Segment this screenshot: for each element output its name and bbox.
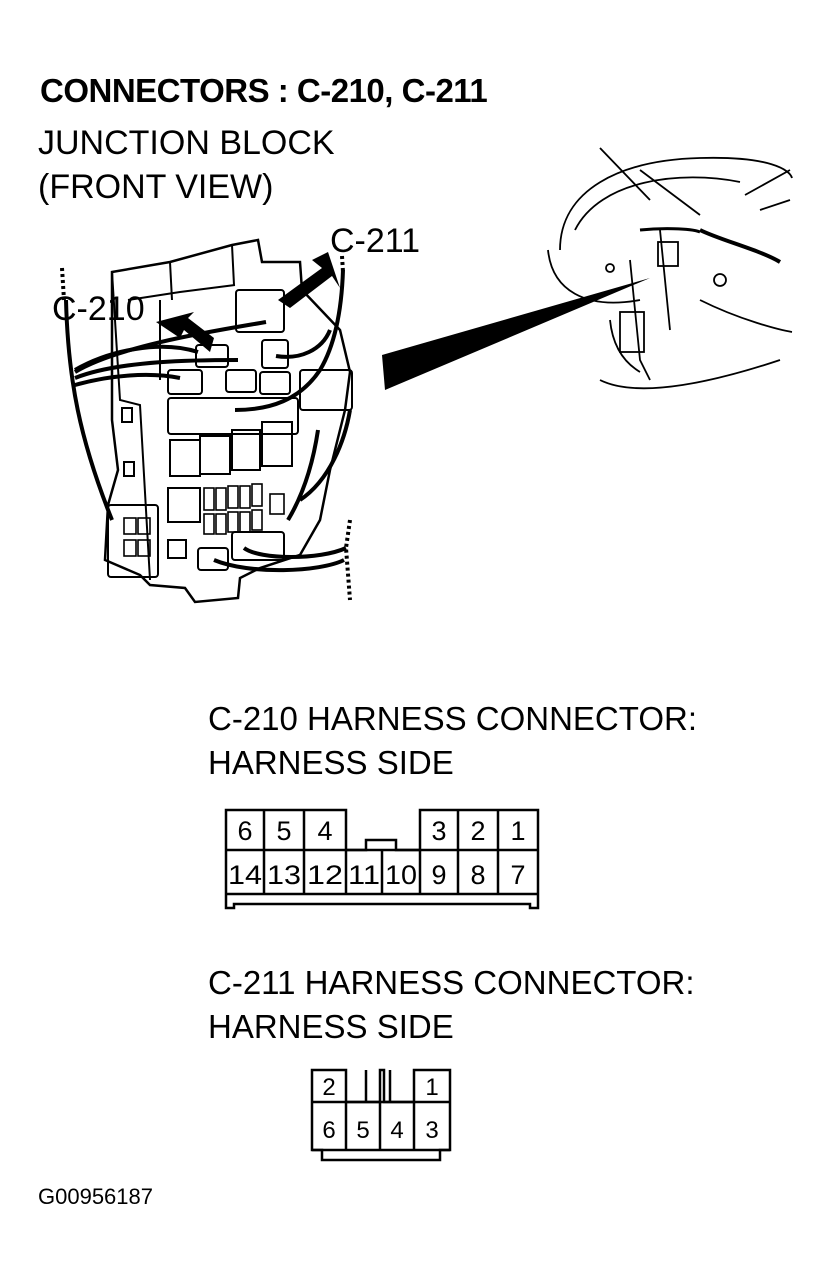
c210-pin: 7 xyxy=(510,860,525,890)
c210-heading: C-210 HARNESS CONNECTOR: xyxy=(208,700,697,737)
c211-connector-face xyxy=(310,1068,452,1162)
c210-pin: 2 xyxy=(470,816,485,846)
c211-top-row: 2 1 xyxy=(322,1074,438,1101)
junction-block-label: JUNCTION BLOCK xyxy=(38,124,335,162)
c211-bottom-row: 6 5 4 3 xyxy=(322,1117,438,1144)
c211-subheading: HARNESS SIDE xyxy=(208,1008,454,1045)
c210-pin: 14 xyxy=(228,860,262,890)
c211-heading: C-211 HARNESS CONNECTOR: xyxy=(208,964,695,1001)
c210-pin: 6 xyxy=(237,816,252,846)
c210-pin: 13 xyxy=(267,860,301,890)
callout-arrows xyxy=(156,252,650,390)
vehicle-location-illustration xyxy=(547,147,793,390)
c210-pin: 11 xyxy=(348,860,380,890)
c210-pin: 3 xyxy=(431,816,446,846)
c210-pin: 5 xyxy=(276,816,291,846)
c210-bottom-row: 14 13 12 11 10 9 8 7 xyxy=(228,860,526,890)
c210-subheading: HARNESS SIDE xyxy=(208,744,454,781)
c211-pin: 4 xyxy=(390,1117,403,1144)
c210-pin: 8 xyxy=(470,860,485,890)
c210-pin: 10 xyxy=(385,860,417,890)
c210-connector-face xyxy=(224,808,540,910)
front-view-label: (FRONT VIEW) xyxy=(38,168,274,206)
c211-arrow xyxy=(278,252,340,308)
c210-pin: 4 xyxy=(317,816,332,846)
c210-pin: 9 xyxy=(431,860,446,890)
figure-id: G00956187 xyxy=(38,1184,153,1209)
c211-pin: 2 xyxy=(322,1074,335,1101)
c211-pin: 5 xyxy=(356,1117,369,1144)
c210-pin: 1 xyxy=(510,816,525,846)
location-pointer xyxy=(382,278,650,390)
c211-callout: C-211 xyxy=(330,222,421,260)
c211-pin: 3 xyxy=(425,1117,438,1144)
c210-arrow xyxy=(156,312,214,352)
c211-pin: 1 xyxy=(425,1074,438,1101)
c211-pin: 6 xyxy=(322,1117,335,1144)
c210-top-row: 6 5 4 3 2 1 xyxy=(237,816,525,846)
page-title: CONNECTORS : C-210, C-211 xyxy=(40,72,488,109)
junction-block-illustration xyxy=(103,238,353,604)
harness-wires xyxy=(64,269,352,601)
c210-pin: 12 xyxy=(307,860,343,890)
